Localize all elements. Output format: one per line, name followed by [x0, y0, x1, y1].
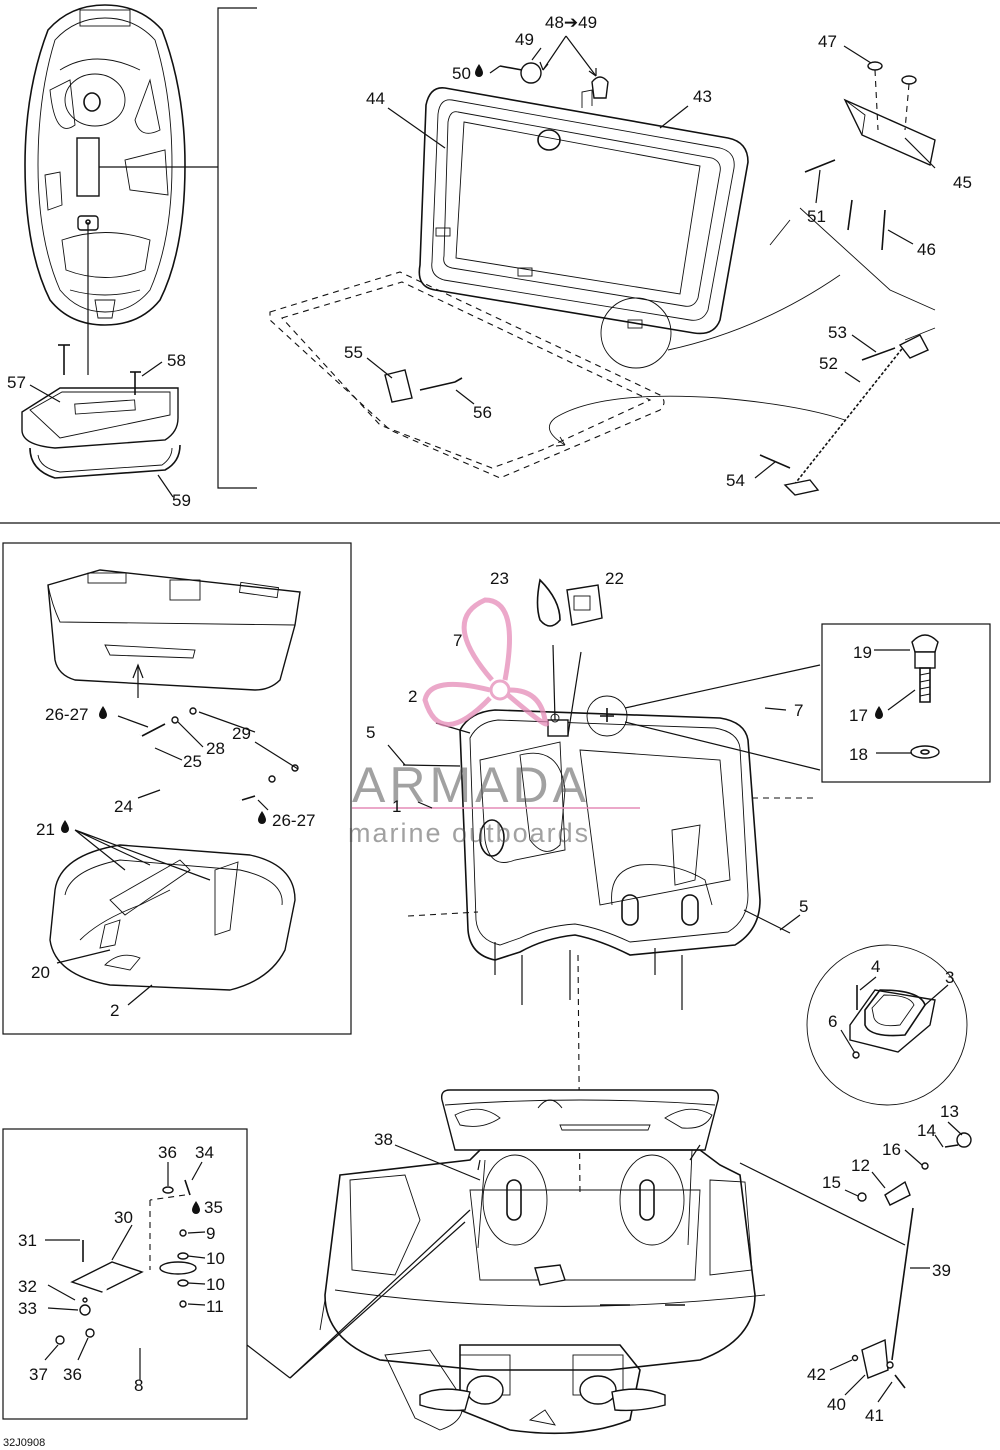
storage-bin [402, 644, 821, 1196]
inset-box-ring [2, 1128, 248, 1420]
callout-57: 57 [7, 373, 26, 392]
callout-4: 4 [871, 957, 880, 976]
callout-49: 49 [515, 30, 534, 49]
callout-2: 2 [408, 687, 417, 706]
callout-1: 1 [392, 797, 401, 816]
callout-59: 59 [172, 491, 191, 510]
leader-lines [29, 35, 963, 1403]
callout-17: 17 [849, 706, 868, 725]
watermark-subtitle: marine outboards [348, 818, 590, 848]
callout-36-b: 36 [63, 1365, 82, 1384]
callout-45: 45 [953, 173, 972, 192]
deck-top-view [24, 4, 218, 375]
callout-39: 39 [932, 1261, 951, 1280]
inset-box-handle [2, 542, 352, 1035]
callout-8: 8 [134, 1376, 143, 1395]
callout-2-inset: 2 [110, 1001, 119, 1020]
callout-30: 30 [114, 1208, 133, 1227]
diagram-code: 32J0908 [3, 1437, 45, 1449]
storage-cover-opening [76, 137, 100, 197]
callout-29: 29 [232, 724, 251, 743]
storage-lid-assembly [269, 61, 936, 496]
callout-56: 56 [473, 403, 492, 422]
watermark-logo [352, 597, 640, 809]
callout-43: 43 [693, 87, 712, 106]
callout-52: 52 [819, 354, 838, 373]
callout-15: 15 [822, 1173, 841, 1192]
callout-20: 20 [31, 963, 50, 982]
callout-50: 50 [452, 64, 471, 83]
callout-6: 6 [828, 1012, 837, 1031]
callout-34: 34 [195, 1143, 214, 1162]
callout-46: 46 [917, 240, 936, 259]
callout-31: 31 [18, 1231, 37, 1250]
bumper-detail [910, 634, 940, 759]
clamp-23 [536, 578, 561, 627]
callout-40: 40 [827, 1395, 846, 1414]
adhesive-drop-icons [61, 64, 883, 1214]
callout-35: 35 [204, 1198, 223, 1217]
drop-icon [475, 64, 483, 77]
drop-icon [61, 820, 69, 833]
callout-16: 16 [882, 1140, 901, 1159]
callout-55: 55 [344, 343, 363, 362]
callout-14: 14 [917, 1121, 936, 1140]
callout-11: 11 [206, 1297, 224, 1316]
callout-13: 13 [940, 1102, 959, 1121]
callout-47: 47 [818, 32, 837, 51]
callout-28: 28 [206, 739, 225, 758]
tie-down-ring-inset [55, 1179, 197, 1380]
callout-41: 41 [865, 1406, 884, 1425]
watermark-title: ARMADA [352, 757, 590, 813]
callout-54: 54 [726, 471, 745, 490]
callout-10: 10 [206, 1249, 225, 1268]
grommet-22 [566, 584, 603, 626]
callout-26-27-b: 26-27 [272, 811, 315, 830]
drop-icon [258, 811, 266, 824]
callout-19: 19 [853, 643, 872, 662]
callout-24: 24 [114, 797, 133, 816]
callout-42: 42 [807, 1365, 826, 1384]
callout-33: 33 [18, 1299, 37, 1318]
callout-37: 37 [29, 1365, 48, 1384]
drop-icon [99, 706, 107, 719]
callout-12: 12 [851, 1156, 870, 1175]
bracket-frame [217, 7, 257, 489]
callout-58: 58 [167, 351, 186, 370]
gas-strut [851, 1132, 972, 1389]
callout-9: 9 [206, 1224, 215, 1243]
callout-51: 51 [807, 207, 826, 226]
inset-box-bumper [821, 623, 991, 783]
hull-rear [246, 1089, 906, 1435]
callout-44: 44 [366, 89, 385, 108]
callout-10-b: 10 [206, 1275, 225, 1294]
callout-26-27: 26-27 [45, 705, 88, 724]
callout-25: 25 [183, 752, 202, 771]
drop-icon [192, 1201, 200, 1214]
callout-5: 5 [366, 723, 375, 742]
callout-7: 7 [453, 631, 462, 650]
callout-3: 3 [945, 968, 954, 987]
callout-22: 22 [605, 569, 624, 588]
callout-labels: 1 2 2 3 4 5 5 6 7 7 8 9 10 10 11 12 13 1… [3, 13, 972, 1449]
callout-5-b: 5 [799, 897, 808, 916]
callout-7-b: 7 [794, 701, 803, 720]
callout-23: 23 [490, 569, 509, 588]
callout-18: 18 [849, 745, 868, 764]
callout-48-49: 48➔49 [545, 13, 597, 32]
drop-icon [875, 706, 883, 719]
callout-36: 36 [158, 1143, 177, 1162]
callout-38: 38 [374, 1130, 393, 1149]
callout-32: 32 [18, 1277, 37, 1296]
drain-detail [806, 944, 968, 1106]
callout-53: 53 [828, 323, 847, 342]
grab-handle-inset [47, 569, 301, 991]
watermark: ARMADA marine outboards [348, 597, 640, 848]
small-storage-cover [21, 344, 181, 479]
callout-21: 21 [36, 820, 55, 839]
